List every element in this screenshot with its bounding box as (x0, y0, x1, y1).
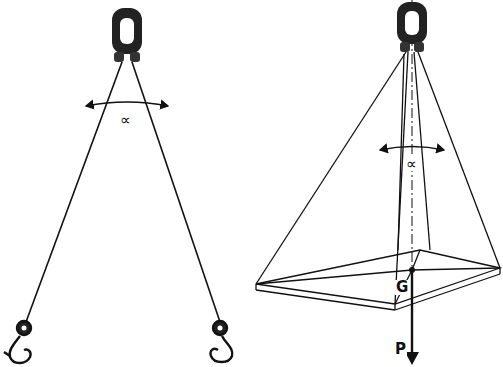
angle-arrow (380, 147, 444, 151)
sling-legs (256, 52, 500, 304)
load-base (256, 250, 500, 310)
gravity-label: G (395, 280, 409, 295)
angle-arrow (86, 102, 168, 106)
angle-label: ∝ (119, 112, 132, 127)
hook-right (211, 321, 233, 362)
center-of-gravity (409, 267, 415, 273)
master-link (112, 8, 142, 62)
hook-left (4, 321, 31, 363)
master-link (397, 2, 427, 52)
angle-label: ∝ (405, 156, 418, 171)
load-label: P (394, 342, 407, 357)
sling-legs (26, 62, 220, 322)
load-arrow (411, 273, 413, 356)
load-arrowhead (405, 352, 419, 365)
